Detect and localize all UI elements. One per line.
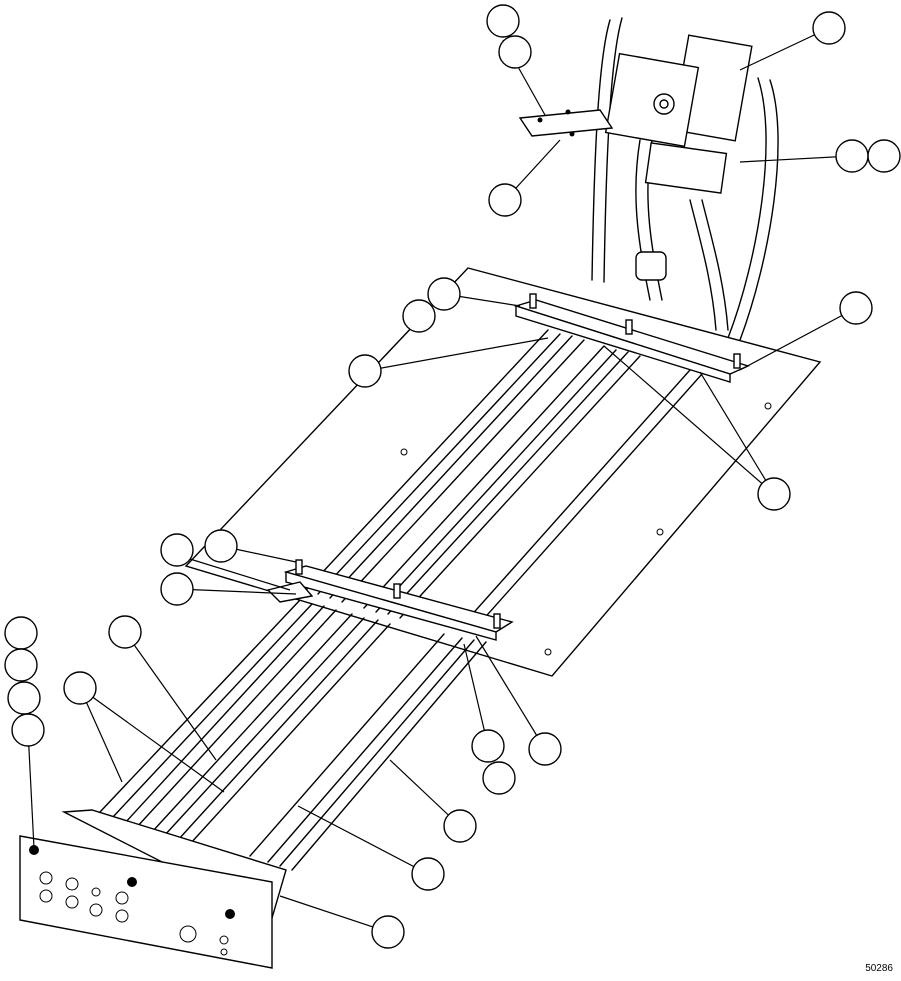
callout bbox=[204, 529, 238, 563]
callout bbox=[427, 277, 461, 311]
base-plate bbox=[184, 267, 822, 677]
callout bbox=[443, 809, 477, 843]
callout bbox=[482, 761, 516, 795]
callout bbox=[488, 183, 522, 217]
callout bbox=[835, 139, 869, 173]
callout bbox=[867, 139, 901, 173]
middle-clamp-bar bbox=[266, 559, 514, 641]
callout bbox=[839, 291, 873, 325]
callout bbox=[348, 354, 382, 388]
callout bbox=[4, 648, 38, 682]
upper-clamp-bar bbox=[513, 293, 750, 383]
tube-bundle bbox=[305, 329, 703, 633]
callout bbox=[471, 729, 505, 763]
callouts bbox=[4, 4, 901, 949]
figure-number: 50286 bbox=[865, 963, 893, 974]
callout bbox=[160, 533, 194, 567]
front-panel bbox=[19, 809, 287, 969]
callout bbox=[4, 616, 38, 650]
valve-assembly bbox=[518, 17, 779, 341]
callout bbox=[757, 477, 791, 511]
callout bbox=[411, 857, 445, 891]
callout bbox=[402, 299, 436, 333]
mounting-bracket bbox=[518, 109, 614, 137]
callout bbox=[11, 713, 45, 747]
callout bbox=[108, 615, 142, 649]
callout bbox=[371, 915, 405, 949]
callout bbox=[812, 11, 846, 45]
callout bbox=[160, 572, 194, 606]
inline-filter bbox=[635, 251, 667, 281]
callout bbox=[498, 35, 532, 69]
callout bbox=[486, 4, 520, 38]
callout bbox=[63, 671, 97, 705]
callout bbox=[528, 732, 562, 766]
callout bbox=[7, 681, 41, 715]
lower-tubes bbox=[99, 599, 487, 871]
